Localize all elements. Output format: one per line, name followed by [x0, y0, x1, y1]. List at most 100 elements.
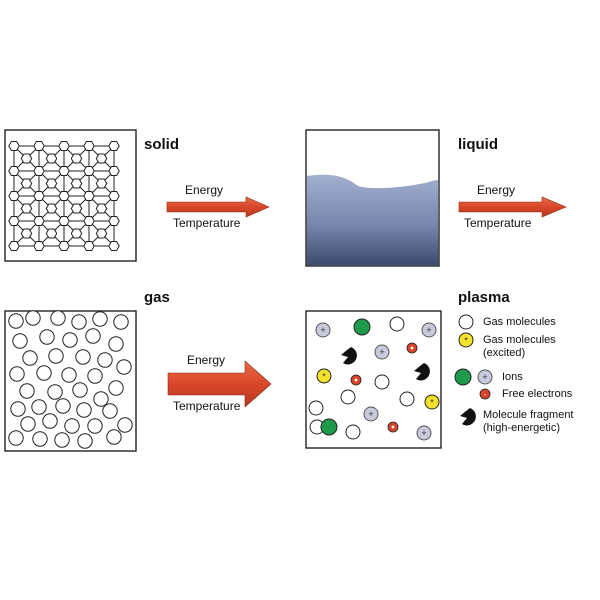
gas-molecule — [94, 392, 108, 406]
lattice-atom — [109, 142, 119, 151]
plasma-gas-molecule — [390, 317, 404, 331]
plasma-excited-sign: * — [430, 398, 434, 408]
gas-molecule — [72, 315, 86, 329]
plasma-box: +++**++ — [306, 311, 441, 448]
gas-molecule — [62, 368, 76, 382]
lattice-atom — [21, 179, 31, 188]
gas-molecule — [114, 315, 128, 329]
plasma-gas-molecule — [400, 392, 414, 406]
lattice-atom — [59, 242, 69, 251]
legend-fragment-icon — [460, 408, 476, 425]
arrow-liquid-to-plasma-top — [459, 197, 566, 217]
gas-molecule — [88, 369, 102, 383]
plasma-ion-sign: + — [320, 325, 325, 335]
legend-gas-molecule-icon — [459, 315, 473, 329]
arrow2-energy-label: Energy — [477, 183, 515, 197]
plasma-ion-sign: + — [379, 347, 384, 357]
lattice-atom — [46, 204, 56, 213]
liquid-volume — [307, 175, 439, 266]
gas-molecule — [98, 353, 112, 367]
gas-molecule — [49, 349, 63, 363]
gas-molecule — [103, 404, 117, 418]
lattice-atom — [21, 154, 31, 163]
arrow1-temperature-label: Temperature — [173, 216, 240, 230]
legend-gas-molecules-label: Gas molecules — [483, 316, 556, 329]
lattice-atom — [34, 142, 44, 151]
lattice-atom — [34, 192, 44, 201]
lattice-atom — [71, 179, 81, 188]
plasma-ion-sign: + — [368, 409, 373, 419]
svg-text:*: * — [464, 336, 468, 346]
lattice-atom — [34, 217, 44, 226]
gas-molecule — [40, 330, 54, 344]
plasma-gas-molecule — [375, 375, 389, 389]
plasma-gas-molecule — [341, 390, 355, 404]
gas-molecule — [23, 351, 37, 365]
gas-molecule — [93, 312, 107, 326]
plasma-electron-dot — [411, 347, 414, 350]
plasma-ion-green — [354, 319, 370, 335]
plasma-electron-dot — [355, 379, 358, 382]
lattice-atom — [9, 242, 19, 251]
lattice-atom — [34, 242, 44, 251]
lattice-atom — [71, 154, 81, 163]
lattice-atom — [109, 217, 119, 226]
legend-excited-label-1: Gas molecules — [483, 334, 556, 347]
gas-molecule — [76, 350, 90, 364]
legend-free-electrons-label: Free electrons — [502, 388, 572, 401]
gas-molecule — [73, 383, 87, 397]
lattice-atom — [84, 142, 94, 151]
solid-lattice — [9, 142, 119, 251]
lattice-atom — [96, 229, 106, 238]
label-plasma: plasma — [458, 289, 510, 306]
lattice-atom — [46, 154, 56, 163]
arrow1-energy-label: Energy — [185, 183, 223, 197]
lattice-atom — [46, 179, 56, 188]
label-liquid: liquid — [458, 136, 498, 153]
gas-molecule — [65, 419, 79, 433]
plasma-electron-dot — [392, 426, 395, 429]
gas-molecule — [117, 360, 131, 374]
gas-molecule — [10, 367, 24, 381]
plasma-ion-sign: + — [426, 325, 431, 335]
arrow2-temperature-label: Temperature — [464, 216, 531, 230]
lattice-atom — [84, 217, 94, 226]
plasma-excited-sign: * — [322, 372, 326, 382]
gas-molecule — [13, 334, 27, 348]
lattice-atom — [109, 242, 119, 251]
lattice-atom — [84, 167, 94, 176]
gas-molecule — [51, 311, 65, 325]
gas-molecule — [63, 333, 77, 347]
lattice-atom — [84, 242, 94, 251]
arrow3-temperature-label: Temperature — [173, 399, 240, 413]
label-solid: solid — [144, 136, 179, 153]
lattice-atom — [21, 229, 31, 238]
gas-molecule — [55, 433, 69, 447]
lattice-atom — [59, 142, 69, 151]
legend-ion-green-icon — [455, 369, 471, 385]
gas-molecule — [107, 430, 121, 444]
gas-molecule — [20, 384, 34, 398]
gas-molecule — [48, 385, 62, 399]
lattice-atom — [96, 204, 106, 213]
arrow-solid-to-liquid — [167, 197, 269, 217]
gas-molecule — [9, 314, 23, 328]
gas-molecule — [37, 366, 51, 380]
legend-fragment-label-1: Molecule fragment — [483, 409, 574, 422]
gas-molecule — [32, 400, 46, 414]
plasma-gas-molecule — [346, 425, 360, 439]
plasma-gas-molecule — [309, 401, 323, 415]
legend-ions-label: Ions — [502, 371, 523, 384]
liquid-box — [306, 130, 439, 266]
lattice-atom — [71, 204, 81, 213]
gas-molecule — [109, 337, 123, 351]
lattice-atom — [46, 229, 56, 238]
lattice-atom — [9, 217, 19, 226]
gas-molecule — [26, 311, 40, 325]
lattice-atom — [84, 192, 94, 201]
gas-molecule — [9, 431, 23, 445]
gas-molecule — [11, 402, 25, 416]
gas-molecule — [21, 417, 35, 431]
